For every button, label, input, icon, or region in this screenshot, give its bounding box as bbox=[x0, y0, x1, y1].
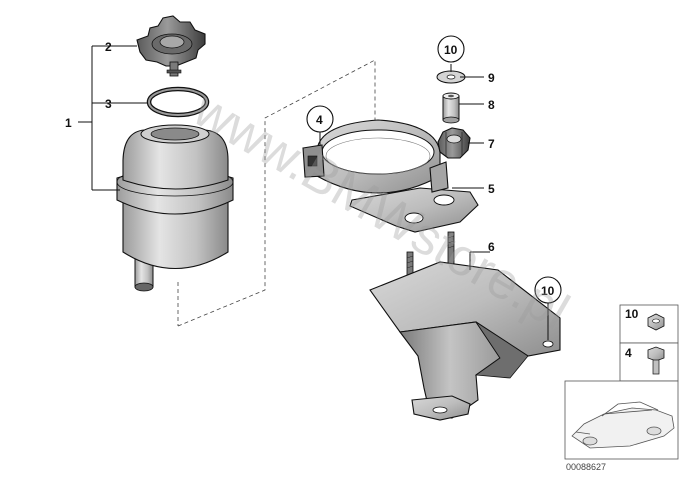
clamp-bracket bbox=[302, 119, 479, 233]
label-2: 2 bbox=[105, 40, 112, 54]
image-number: 00088627 bbox=[566, 462, 606, 472]
reservoir-cap bbox=[136, 15, 206, 77]
lead-lines-reservoir bbox=[78, 45, 148, 191]
label-8: 8 bbox=[488, 98, 495, 112]
assembly-outline bbox=[177, 59, 376, 327]
label-9: 9 bbox=[488, 71, 495, 85]
car-silhouette-icon bbox=[571, 401, 675, 449]
spacer-sleeve bbox=[442, 92, 460, 124]
fluid-reservoir bbox=[116, 124, 234, 292]
label-3: 3 bbox=[105, 97, 112, 111]
label-7: 7 bbox=[488, 137, 495, 151]
legend-panel bbox=[564, 304, 679, 460]
label-10-mid: 10 bbox=[541, 284, 555, 298]
o-ring bbox=[146, 86, 210, 118]
bolt-icon bbox=[647, 346, 665, 375]
nut-icon bbox=[647, 313, 665, 331]
label-6: 6 bbox=[488, 240, 495, 254]
callout-4 bbox=[306, 105, 334, 133]
lead-lines-right bbox=[319, 64, 549, 340]
callout-10-mid bbox=[534, 276, 562, 304]
callout-10-top bbox=[437, 35, 465, 63]
rubber-mount bbox=[437, 127, 471, 159]
label-1: 1 bbox=[65, 116, 72, 130]
label-4: 4 bbox=[316, 113, 323, 127]
mounting-bracket bbox=[369, 231, 561, 421]
legend-label-10: 10 bbox=[625, 307, 639, 321]
label-10-top: 10 bbox=[444, 43, 458, 57]
legend-label-4: 4 bbox=[625, 346, 632, 360]
label-5: 5 bbox=[488, 182, 495, 196]
